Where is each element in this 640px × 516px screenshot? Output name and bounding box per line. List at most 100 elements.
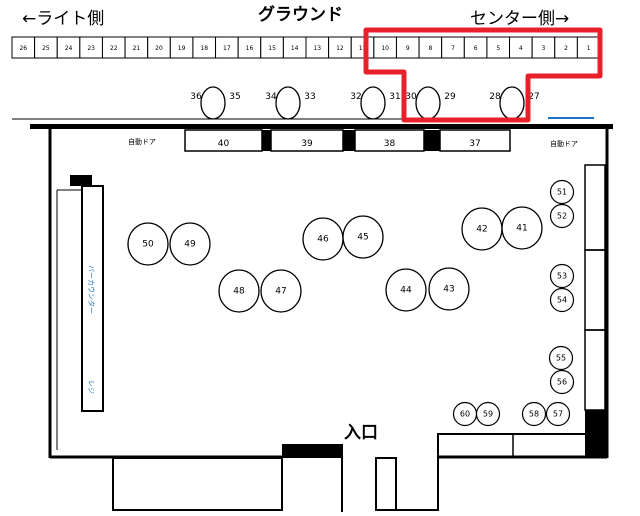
seat-number: 22	[110, 45, 118, 52]
seat-19[interactable]: 19	[169, 36, 194, 59]
table-number: 43	[443, 285, 454, 295]
seat-number: 27	[528, 92, 539, 102]
table-number: 56	[557, 378, 567, 387]
table-53[interactable]: 53	[549, 263, 575, 289]
seat-number: 40	[218, 139, 230, 149]
table-number: 42	[476, 225, 487, 235]
table-number: 48	[233, 287, 245, 297]
table-43[interactable]: 43	[428, 267, 470, 311]
pillar	[262, 130, 271, 151]
table-45[interactable]: 45	[342, 215, 384, 259]
seat-9[interactable]: 9	[395, 36, 420, 59]
seat-11[interactable]: 11	[350, 36, 375, 59]
table-59[interactable]: 59	[475, 401, 501, 427]
table-49[interactable]: 49	[169, 222, 211, 266]
bar-counter-label: バーカウンター	[87, 265, 96, 314]
table-number: 46	[317, 235, 329, 245]
seat-number: 14	[291, 45, 299, 52]
seat-13[interactable]: 13	[305, 36, 330, 59]
table-number: 41	[516, 224, 527, 234]
seat-number: 19	[178, 45, 186, 52]
seat-number: 25	[42, 45, 50, 52]
seat-22[interactable]: 22	[101, 36, 126, 59]
seat-number: 9	[406, 45, 410, 52]
window-seat-39[interactable]: 39	[270, 129, 344, 152]
table-48[interactable]: 48	[218, 269, 260, 313]
table-number: 44	[400, 286, 412, 296]
seat-number: 38	[384, 139, 396, 149]
seat-6[interactable]: 6	[463, 36, 488, 59]
seat-26[interactable]: 26	[11, 36, 36, 59]
seat-number: 6	[474, 45, 478, 52]
seat-21[interactable]: 21	[124, 36, 149, 59]
table-46[interactable]: 46	[302, 217, 344, 261]
window-seat-37[interactable]: 37	[439, 129, 511, 152]
seat-18[interactable]: 18	[192, 36, 217, 59]
table-number: 59	[483, 410, 493, 419]
seat-3[interactable]: 3	[531, 36, 556, 59]
table-50[interactable]: 50	[127, 222, 169, 266]
seat-17[interactable]: 17	[215, 36, 239, 59]
seat-number: 7	[451, 45, 455, 52]
seat-number: 1	[587, 45, 591, 52]
seat-12[interactable]: 12	[328, 36, 352, 59]
seat-number: 37	[469, 139, 480, 149]
window-seat-38[interactable]: 38	[354, 129, 425, 152]
seat-number: 17	[223, 45, 231, 52]
table-60[interactable]: 60	[452, 401, 478, 427]
seat-15[interactable]: 15	[260, 36, 284, 59]
seat-20[interactable]: 20	[147, 36, 171, 59]
register-label: レジ	[87, 380, 95, 394]
seat-1[interactable]: 1	[576, 36, 601, 59]
table-55[interactable]: 55	[548, 345, 574, 371]
auto-door-right-label: 自動ドア	[550, 139, 578, 148]
seat-number: 13	[313, 45, 321, 52]
seat-4[interactable]: 4	[509, 36, 533, 59]
seat-14[interactable]: 14	[282, 36, 307, 59]
seat-number: 39	[301, 139, 313, 149]
seat-23[interactable]: 23	[79, 36, 103, 59]
table-number: 52	[557, 212, 567, 221]
seat-number: 34	[265, 92, 277, 102]
table-47[interactable]: 47	[260, 269, 302, 313]
table-number: 50	[142, 240, 154, 250]
seat-number: 3	[542, 45, 546, 52]
seat-8[interactable]: 8	[418, 36, 443, 59]
tables: 50 49 46 45 42 41 48 47 44 43	[127, 206, 543, 313]
table-number: 53	[557, 272, 567, 281]
seat-number: 20	[155, 45, 163, 52]
table-51[interactable]: 51	[549, 179, 575, 205]
table-58[interactable]: 58	[521, 401, 547, 427]
table-44[interactable]: 44	[385, 268, 427, 312]
seat-7[interactable]: 7	[441, 36, 465, 59]
table-number: 55	[556, 354, 566, 363]
seat-24[interactable]: 24	[56, 36, 81, 59]
table-57[interactable]: 57	[545, 401, 571, 427]
pair-seat-group[interactable]: 28 27	[489, 86, 540, 120]
seat-number: 29	[444, 92, 456, 102]
seat-5[interactable]: 5	[486, 36, 511, 59]
table-number: 58	[529, 410, 539, 419]
table-41[interactable]: 41	[501, 206, 543, 250]
seat-number: 10	[381, 45, 389, 52]
seat-number: 21	[133, 45, 141, 52]
seat-number: 26	[19, 45, 27, 52]
table-54[interactable]: 54	[549, 287, 575, 313]
table-56[interactable]: 56	[549, 369, 575, 395]
seat-16[interactable]: 16	[237, 36, 262, 59]
table-42[interactable]: 42	[461, 207, 503, 251]
window-seats: 40 39 38 37	[184, 129, 511, 152]
table-52[interactable]: 52	[549, 203, 575, 229]
window-seat-40[interactable]: 40	[184, 129, 263, 152]
seat-number: 35	[229, 92, 240, 102]
seat-number: 28	[489, 92, 501, 102]
seat-25[interactable]: 25	[34, 36, 58, 59]
counter-cap	[70, 175, 92, 186]
seat-10[interactable]: 10	[373, 36, 397, 59]
seat-2[interactable]: 2	[554, 36, 578, 59]
